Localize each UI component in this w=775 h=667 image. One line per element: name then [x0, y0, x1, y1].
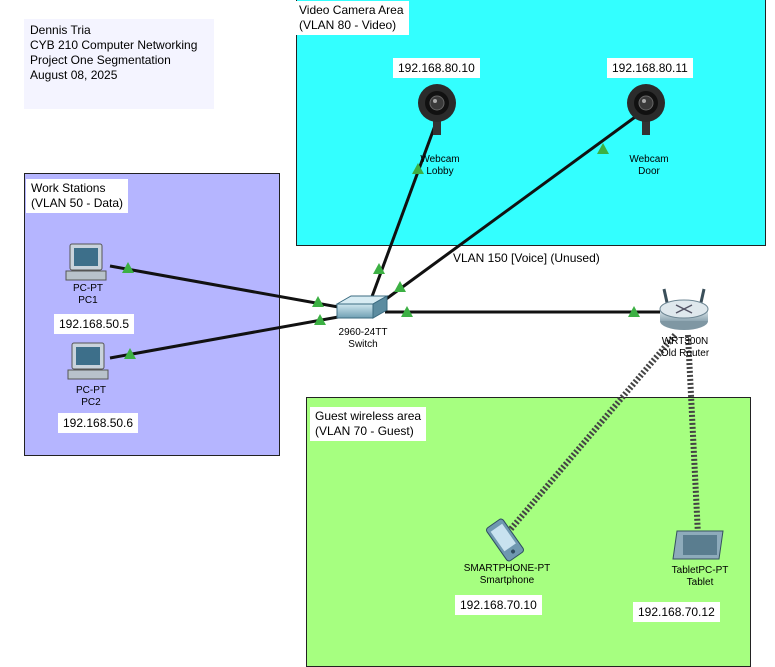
link-pc2-switch [109, 312, 356, 360]
device-label-cam-lobby: Webcam Lobby [420, 154, 459, 178]
device-type: TabletPC-PT [671, 565, 729, 576]
webcam-icon[interactable] [627, 84, 665, 135]
link-pc1-switch [109, 264, 356, 312]
guest-zone-vlan: (VLAN 70 - Guest) [315, 424, 414, 438]
link-status-indicator [412, 163, 424, 174]
ip-label-cam-door: 192.168.80.11 [607, 58, 693, 78]
course-name: CYB 210 Computer Networking [30, 38, 198, 52]
device-type: WRT300N [661, 336, 709, 347]
guest-zone-title: Guest wireless area [315, 409, 422, 423]
video-zone-vlan: (VLAN 80 - Video) [299, 18, 397, 32]
guest-zone-label: Guest wireless area (VLAN 70 - Guest) [310, 407, 427, 441]
author-name: Dennis Tria [30, 23, 91, 37]
pc-icon[interactable] [65, 243, 107, 281]
link-status-indicator [394, 281, 406, 292]
ip-label-tablet: 192.168.70.12 [633, 602, 720, 622]
device-label-tablet: TabletPC-PT Tablet [672, 565, 729, 589]
note-date: August 08, 2025 [30, 68, 118, 82]
project-name: Project One Segmentation [30, 53, 171, 67]
device-label-smartphone: SMARTPHONE-PT Smartphone [464, 563, 551, 587]
author-note: Dennis Tria CYB 210 Computer Networking … [24, 19, 214, 109]
link-status-indicator [314, 314, 326, 325]
device-label-router: WRT300N Old Router [661, 336, 709, 360]
wireless-router-icon[interactable] [659, 288, 709, 330]
ip-label-pc1: 192.168.50.5 [54, 314, 135, 334]
link-status-indicator [312, 296, 324, 307]
link-status-indicator [124, 348, 136, 359]
ip-label-cam-lobby: 192.168.80.10 [393, 58, 480, 78]
device-label-pc2: PC-PT PC2 [76, 385, 106, 409]
device-name: Smartphone [479, 575, 535, 586]
ip-label-pc2: 192.168.50.6 [58, 413, 139, 433]
device-label-pc1: PC-PT PC1 [73, 283, 103, 307]
device-type: 2960-24TT [338, 327, 388, 338]
device-name: PC2 [81, 397, 101, 408]
ip-label-smartphone: 192.168.70.10 [455, 595, 542, 615]
tablet-icon[interactable] [672, 530, 724, 560]
device-name: Tablet [686, 577, 714, 588]
device-name: Door [638, 166, 660, 177]
switch-icon[interactable] [335, 295, 389, 319]
link-status-indicator [401, 306, 413, 317]
link-status-indicator [373, 263, 385, 274]
video-zone-label: Video Camera Area (VLAN 80 - Video) [294, 1, 409, 35]
device-type: PC-PT [76, 385, 106, 396]
device-name: PC1 [78, 295, 98, 306]
pc-icon[interactable] [67, 342, 109, 380]
device-name: Lobby [426, 166, 454, 177]
link-status-indicator [628, 306, 640, 317]
workstations-zone-title: Work Stations [31, 181, 106, 195]
device-type: PC-PT [73, 283, 103, 294]
device-label-cam-door: Webcam Door [629, 154, 668, 178]
device-name: Old Router [660, 348, 710, 359]
device-label-switch: 2960-24TT Switch [339, 327, 388, 351]
device-name: Switch [348, 339, 378, 350]
link-status-indicator [122, 262, 134, 273]
wireless-router-tablet [685, 334, 701, 536]
link-switch-cam-door [381, 110, 643, 304]
wireless-router-smartphone [507, 333, 678, 532]
video-zone-title: Video Camera Area [299, 3, 404, 17]
smartphone-icon[interactable] [485, 518, 524, 562]
link-status-indicator [597, 143, 609, 154]
device-type: Webcam [420, 154, 460, 165]
voice-vlan-label: VLAN 150 [Voice] (Unused) [453, 251, 600, 265]
webcam-icon[interactable] [418, 84, 456, 135]
workstations-zone-label: Work Stations (VLAN 50 - Data) [26, 179, 129, 213]
device-type: SMARTPHONE-PT [463, 563, 551, 574]
video-camera-zone [296, 0, 766, 246]
device-type: Webcam [629, 154, 669, 165]
workstations-zone-vlan: (VLAN 50 - Data) [31, 196, 124, 210]
